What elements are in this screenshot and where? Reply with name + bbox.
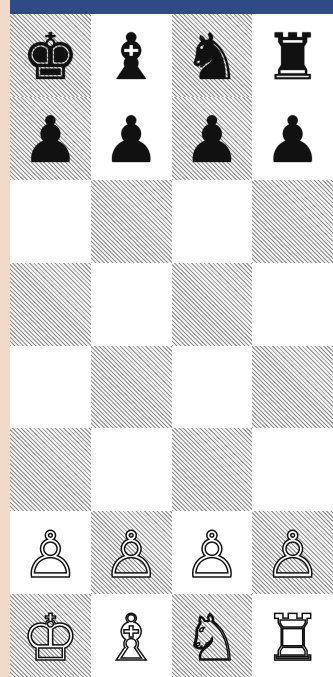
board-square[interactable] [172, 346, 253, 429]
board-square[interactable]: ♟ [172, 97, 253, 180]
black-rook-icon[interactable]: ♜ [264, 26, 321, 90]
board-square[interactable] [252, 263, 333, 346]
black-pawn-icon[interactable]: ♟ [264, 109, 321, 173]
white-bishop-icon[interactable]: ♗ [102, 607, 159, 671]
board-square[interactable]: ♞ [172, 14, 253, 97]
board-square[interactable] [172, 263, 253, 346]
board-square[interactable] [10, 180, 91, 263]
board-square[interactable]: ♝ [91, 14, 172, 97]
board-square[interactable] [172, 428, 253, 511]
board-square[interactable] [10, 428, 91, 511]
board-square[interactable]: ♟ [10, 97, 91, 180]
black-knight-icon[interactable]: ♞ [183, 26, 240, 90]
board-square[interactable] [91, 428, 172, 511]
board-square[interactable]: ♔ [10, 594, 91, 677]
chess-board[interactable]: ♚ ♝ ♞ ♜ ♟ ♟ ♟ ♟ ♙ ♙ ♙ ♙ ♔ ♗ ♘ ♖ [10, 14, 333, 677]
board-square[interactable]: ♙ [91, 511, 172, 594]
board-square[interactable] [10, 346, 91, 429]
white-king-icon[interactable]: ♔ [22, 607, 79, 671]
black-king-icon[interactable]: ♚ [22, 26, 79, 90]
board-square[interactable]: ♖ [252, 594, 333, 677]
white-pawn-icon[interactable]: ♙ [22, 524, 79, 588]
board-square[interactable]: ♗ [91, 594, 172, 677]
board-square[interactable]: ♚ [10, 14, 91, 97]
board-square[interactable] [252, 428, 333, 511]
board-square[interactable] [252, 346, 333, 429]
board-square[interactable]: ♜ [252, 14, 333, 97]
white-knight-icon[interactable]: ♘ [183, 607, 240, 671]
white-rook-icon[interactable]: ♖ [264, 607, 321, 671]
black-pawn-icon[interactable]: ♟ [183, 109, 240, 173]
board-square[interactable] [91, 263, 172, 346]
board-square[interactable] [10, 263, 91, 346]
board-square[interactable]: ♟ [252, 97, 333, 180]
black-pawn-icon[interactable]: ♟ [22, 109, 79, 173]
board-square[interactable] [91, 346, 172, 429]
board-square[interactable]: ♟ [91, 97, 172, 180]
black-bishop-icon[interactable]: ♝ [102, 26, 159, 90]
white-pawn-icon[interactable]: ♙ [183, 524, 240, 588]
board-square[interactable]: ♙ [252, 511, 333, 594]
board-square[interactable] [252, 180, 333, 263]
board-square[interactable]: ♙ [10, 511, 91, 594]
white-pawn-icon[interactable]: ♙ [264, 524, 321, 588]
board-square[interactable]: ♘ [172, 594, 253, 677]
board-square[interactable] [91, 180, 172, 263]
board-square[interactable]: ♙ [172, 511, 253, 594]
board-square[interactable] [172, 180, 253, 263]
white-pawn-icon[interactable]: ♙ [102, 524, 159, 588]
black-pawn-icon[interactable]: ♟ [102, 109, 159, 173]
